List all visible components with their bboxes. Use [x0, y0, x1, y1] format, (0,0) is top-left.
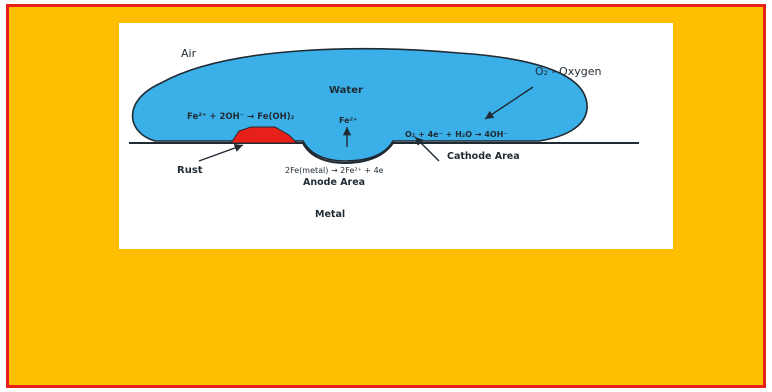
- metal-label: Metal: [315, 209, 345, 220]
- corrosion-diagram-svg: Air Water O₂ - Oxygen Fe²⁺ + 2OH⁻ → Fe(O…: [119, 23, 673, 249]
- anode-area-label: Anode Area: [303, 177, 365, 188]
- rust-reaction-label: Fe²⁺ + 2OH⁻ → Fe(OH)₂: [187, 112, 295, 122]
- rust-arrow: [199, 145, 243, 161]
- water-droplet: [133, 49, 588, 161]
- cathode-reaction-label: O₂ + 4e⁻ + H₂O → 4OH⁻: [405, 130, 508, 139]
- oxygen-label: O₂ - Oxygen: [535, 65, 601, 78]
- anode-reaction-label: 2Fe(metal) → 2Fe²⁺ + 4e: [285, 166, 384, 175]
- air-label: Air: [181, 47, 197, 60]
- cathode-area-label: Cathode Area: [447, 151, 520, 162]
- fe-ion-label: Fe²⁺: [339, 116, 357, 125]
- water-label: Water: [329, 85, 363, 96]
- slide-frame: Air Water O₂ - Oxygen Fe²⁺ + 2OH⁻ → Fe(O…: [6, 4, 766, 388]
- corrosion-diagram: Air Water O₂ - Oxygen Fe²⁺ + 2OH⁻ → Fe(O…: [119, 23, 673, 249]
- rust-label: Rust: [177, 165, 203, 176]
